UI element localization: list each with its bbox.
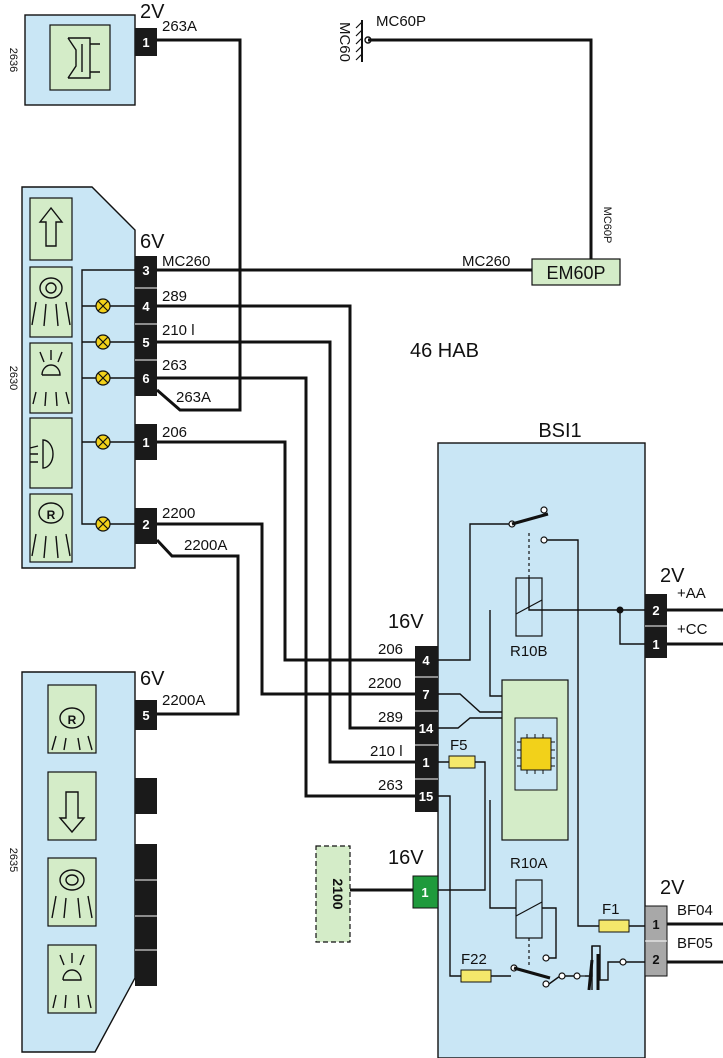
wire-label-2200a: 2200A [162, 692, 205, 709]
bsi-pin-1: 1 [652, 637, 659, 652]
fuse-f1: F1 [602, 901, 620, 918]
voltage-label: 16V [388, 611, 424, 633]
component-code: 2635 [7, 848, 19, 872]
wire-label: MC260 [162, 253, 210, 270]
pin-5: 5 [142, 335, 149, 350]
fuse-f22: F22 [461, 951, 487, 968]
wiper-icon [67, 37, 100, 79]
bsi1-module: BSI1 R10B R10A F5 F1 F22 [368, 420, 713, 1058]
wire-label-mc60p: MC60P [601, 207, 613, 244]
wire-label: 206 [162, 424, 187, 441]
bsi-pin-2: 2 [652, 952, 659, 967]
wire-label: 2200 [368, 675, 401, 692]
terminal-label: +AA [677, 585, 706, 602]
component-2636: 1 2V 2636 263A [7, 1, 197, 106]
pin-5: 5 [142, 708, 149, 723]
component-2630: R 3 4 5 6 1 2 6V 2630 [7, 186, 165, 569]
terminal-label: BF04 [677, 902, 713, 919]
svg-text:R: R [47, 508, 56, 522]
voltage-label: 16V [388, 847, 424, 869]
relay-r10a: R10A [510, 855, 548, 872]
bsi-pin-15: 15 [419, 789, 433, 804]
voltage-label: 2V [660, 877, 685, 899]
wire-label-mc260: MC260 [462, 253, 510, 270]
voltage-label: 6V [140, 668, 165, 690]
voltage-label: 2V [660, 565, 685, 587]
wires [155, 38, 723, 964]
sidelight-icon [52, 953, 92, 1009]
wire-label: 263 [162, 357, 187, 374]
pin-6: 6 [142, 371, 149, 386]
em60p-label: EM60P [546, 263, 605, 283]
wire-labels-2630: MC260 289 210 l 263 263A 206 2200 2200A [162, 253, 227, 554]
wire-label: 289 [162, 288, 187, 305]
pin-4: 4 [142, 299, 150, 314]
component-2635: R 5 6V 2635 2200A [7, 668, 205, 1053]
arrow-down-icon [58, 791, 86, 834]
wire-label: 2200 [162, 505, 195, 522]
bsi-pin-1: 1 [422, 755, 429, 770]
component-code: 2630 [7, 366, 19, 390]
wire-label: 210 l [370, 743, 403, 760]
pin-label: 1 [142, 35, 149, 50]
arrow-up-icon [38, 206, 64, 247]
center-label: 46 HAB [410, 340, 479, 362]
bsi-pin-1: 1 [652, 917, 659, 932]
wire-label-263a: 263A [162, 18, 197, 35]
wire-label: 206 [378, 641, 403, 658]
bsi-pin-2: 2 [652, 603, 659, 618]
voltage-label: 6V [140, 231, 165, 253]
component-code: 2100 [330, 878, 346, 909]
terminal-label: +CC [677, 621, 708, 638]
fog-lamp-icon [51, 869, 93, 919]
ground-label: MC60 [336, 22, 353, 62]
pin-1: 1 [142, 435, 149, 450]
bsi-pin-7: 7 [422, 687, 429, 702]
em60p-block: EM60P MC260 MC60P [462, 207, 621, 286]
wire-label: 263A [176, 389, 211, 406]
bulb-icon [95, 298, 111, 532]
pin-2: 2 [142, 517, 149, 532]
bsi-green-pin: 1 [421, 885, 428, 900]
bsi-pin-14: 14 [419, 721, 434, 736]
wire-label: 289 [378, 709, 403, 726]
component-2100: 2100 [315, 845, 351, 943]
sidelight-icon [32, 350, 70, 407]
wire-label: 263 [378, 777, 403, 794]
svg-text:R: R [68, 713, 77, 727]
dipped-beam-icon [29, 439, 54, 469]
bsi1-title: BSI1 [538, 420, 581, 442]
reverse-lamp-icon [31, 502, 71, 559]
bsi-pin-4: 4 [422, 653, 430, 668]
ground-mc60: MC60 MC60P [336, 13, 426, 62]
fuse-f5: F5 [450, 737, 468, 754]
wire-label-mc60p: MC60P [376, 13, 426, 30]
terminal-label: BF05 [677, 935, 713, 952]
fog-lamp-icon [31, 277, 71, 327]
component-code: 2636 [7, 48, 19, 72]
relay-r10b: R10B [510, 643, 548, 660]
voltage-label: 2V [140, 1, 165, 23]
wire-label: 210 l [162, 322, 195, 339]
pin-3: 3 [142, 263, 149, 278]
wire-label: 2200A [184, 537, 227, 554]
